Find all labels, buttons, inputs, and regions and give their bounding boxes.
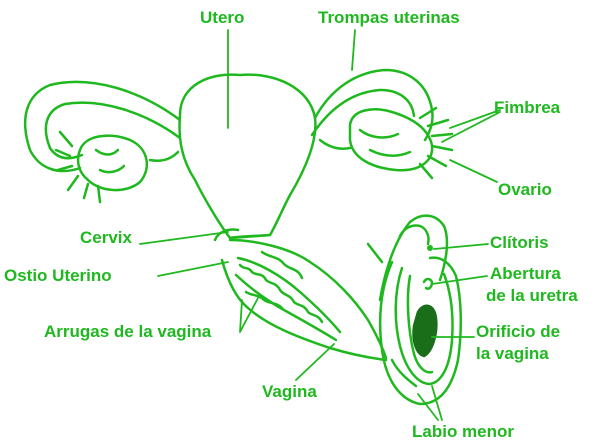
label-arrugas-de-la-vagina: Arrugas de la vagina: [44, 322, 211, 341]
label-clitoris: Clítoris: [490, 233, 549, 252]
label-labio-menor: Labio menor: [412, 422, 514, 441]
left-fallopian-tube: [25, 82, 180, 171]
left-ovary: [56, 132, 178, 202]
right-fallopian-tube: [312, 70, 433, 140]
label-fimbrea: Fimbrea: [494, 98, 560, 117]
label-abertura: Abertura: [490, 264, 561, 283]
label-ovario: Ovario: [498, 180, 552, 199]
label-vagina: Vagina: [262, 382, 317, 401]
label-orificio-de: Orificio de: [476, 322, 560, 341]
vulva: [368, 216, 461, 404]
label-ostio-uterino: Ostio Uterino: [4, 266, 112, 285]
label-de-la-uretra: de la uretra: [486, 286, 578, 305]
label-la-vagina: la vagina: [476, 344, 549, 363]
label-utero: Utero: [200, 8, 244, 27]
uterus: [180, 75, 316, 240]
vagina-canal: [222, 240, 386, 360]
label-trompas-uterinas: Trompas uterinas: [318, 8, 460, 27]
leader-lines: [140, 30, 500, 420]
label-cervix: Cervix: [80, 228, 132, 247]
